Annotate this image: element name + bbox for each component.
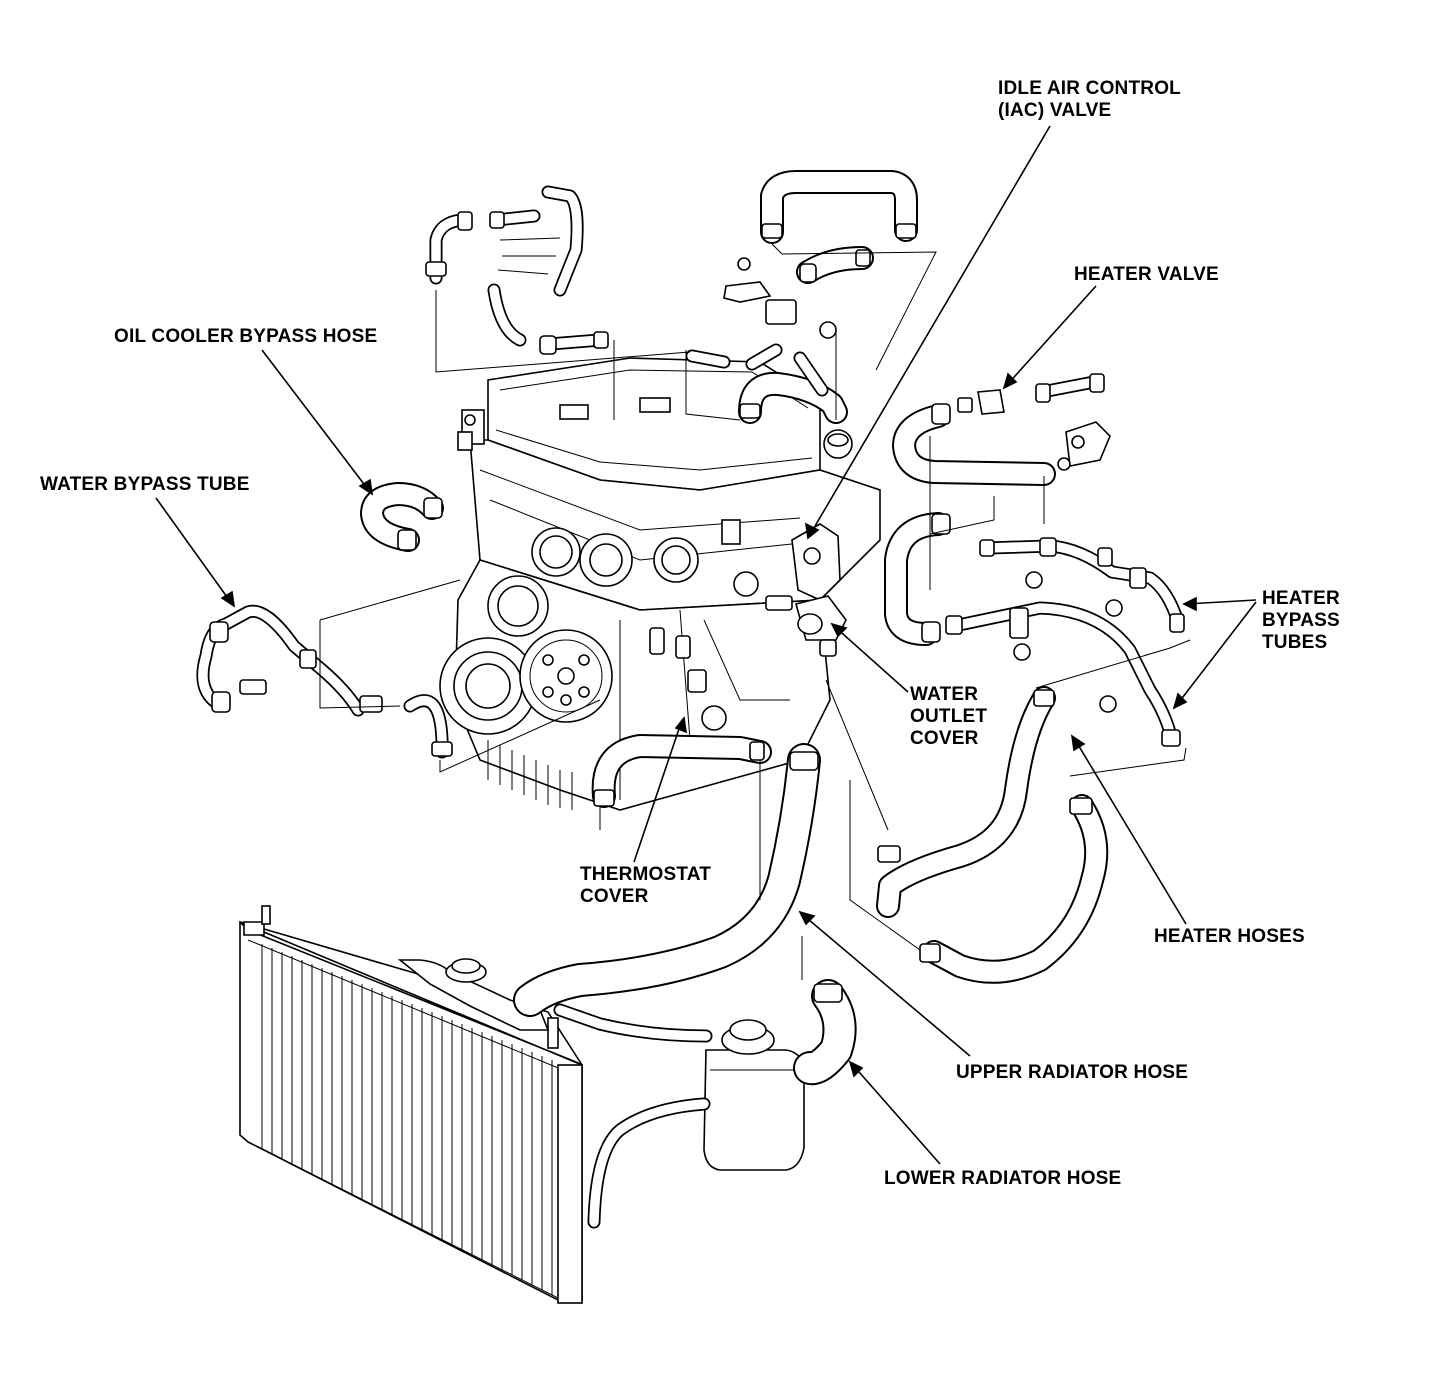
lower-radiator-hose: [553, 979, 857, 1229]
label-thermostat-cover: THERMOSTAT COVER: [580, 864, 712, 907]
heater-hoses: [876, 686, 1109, 984]
coolant-reservoir: [703, 1019, 805, 1171]
label-water-outlet-cover: WATER OUTLET COVER: [910, 684, 988, 749]
radiator: [239, 905, 583, 1304]
label-water-bypass-tube: WATER BYPASS TUBE: [40, 474, 250, 495]
label-heater-bypass-tubes: HEATER BYPASS TUBES: [1262, 588, 1340, 653]
label-oil-cooler-bypass-hose: OIL COOLER BYPASS HOSE: [114, 326, 378, 347]
label-upper-radiator-hose: UPPER RADIATOR HOSE: [956, 1062, 1189, 1083]
label-heater-hoses: HEATER HOSES: [1154, 926, 1305, 947]
engine-block: [439, 357, 881, 811]
water-outlet-cover: [765, 523, 847, 657]
heater-bypass-tubes: [945, 537, 1185, 747]
label-heater-valve: HEATER VALVE: [1074, 264, 1219, 285]
label-iac-valve: IDLE AIR CONTROL (IAC) VALVE: [998, 78, 1181, 121]
leader-arrows: [155, 125, 1257, 1165]
upper-radiator-hose: [513, 743, 821, 1017]
label-lower-radiator-hose: LOWER RADIATOR HOSE: [884, 1168, 1122, 1189]
thermostat-cover: [591, 627, 772, 808]
heater-valve-assembly: [884, 373, 1111, 646]
oil-cooler-bypass-hose: [360, 482, 444, 552]
assembly-reference-lines: [319, 243, 1191, 980]
upper-hoses: [425, 170, 918, 424]
water-bypass-tube: [196, 604, 453, 759]
